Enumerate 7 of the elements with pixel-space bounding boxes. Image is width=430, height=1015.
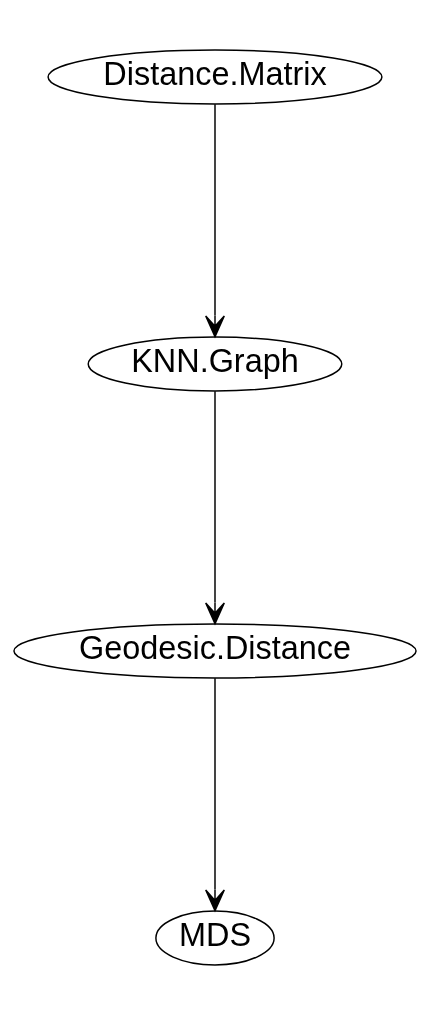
arrow [205,103,225,338]
arrow [205,390,225,625]
node-ellipse: KNN.Graph [87,336,343,392]
node-ellipse: Geodesic.Distance [13,623,417,679]
node-ellipse: Distance.Matrix [47,49,383,105]
node-ellipse: MDS [155,910,275,966]
arrow [205,677,225,912]
